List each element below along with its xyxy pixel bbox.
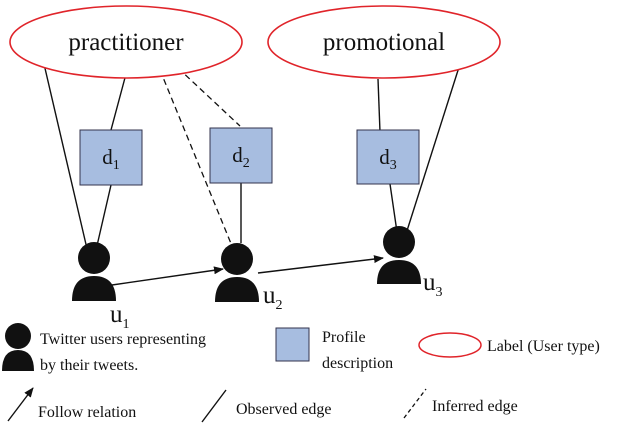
legend-profile-line1: Profile: [322, 329, 366, 346]
user-u3: u3: [377, 226, 443, 300]
legend-observed-text: Observed edge: [236, 401, 332, 418]
profile-d1-label: d1: [102, 145, 120, 173]
legend-profile: Profile description: [275, 327, 393, 372]
user-icon: [377, 226, 421, 284]
edge-practitioner-d1: [110, 73, 127, 131]
profile-d2-label: d2: [232, 143, 250, 171]
legend-follow-text: Follow relation: [38, 404, 136, 421]
legend-observed: Observed edge: [201, 389, 332, 423]
edge-d3-u3: [389, 183, 398, 233]
user-u2-label: u2: [263, 282, 283, 313]
user-u3-label: u3: [423, 269, 443, 300]
user-u2: u2: [215, 243, 283, 313]
edge-d1-u1: [95, 184, 112, 251]
profile-d3: d3: [356, 129, 420, 185]
legend-inferred: Inferred edge: [403, 388, 518, 419]
profile-box-d1: [79, 129, 143, 186]
label-practitioner: practitioner: [9, 5, 243, 79]
legend-label-swatch: [418, 332, 482, 358]
inferred-edges: [159, 67, 241, 247]
label-practitioner-text: practitioner: [68, 29, 184, 56]
legend-inferred-line: [403, 388, 427, 419]
edge-promotional-d3: [377, 78, 381, 133]
observed-edges: [43, 63, 461, 254]
edge-promotional-u3: [404, 63, 461, 238]
user-u1-label: u1: [110, 301, 130, 332]
label-promotional: promotional: [267, 5, 501, 79]
edge-practitioner-u1: [43, 63, 89, 254]
profile-d1: d1: [79, 129, 143, 186]
legend-profile-swatch: [275, 327, 310, 362]
profile-box-d2: [209, 127, 273, 184]
legend-user-line1: Twitter users representing: [40, 331, 206, 348]
user-icon: [2, 323, 34, 371]
label-ellipse-promotional: [267, 5, 501, 79]
legend: Twitter users representing by their twee…: [2, 323, 600, 423]
user-icon: [215, 243, 259, 302]
legend-inferred-text: Inferred edge: [432, 398, 518, 415]
label-ellipse-practitioner: [9, 5, 243, 79]
edge-practitioner-d2-inferred: [177, 67, 241, 127]
profile-box-d3: [356, 129, 420, 185]
user-icon: [72, 242, 116, 301]
profile-d2: d2: [209, 127, 273, 184]
legend-profile-line2: description: [322, 355, 393, 372]
legend-user: Twitter users representing by their twee…: [2, 323, 206, 374]
legend-follow: Follow relation: [7, 387, 136, 422]
legend-observed-line: [201, 389, 227, 423]
label-promotional-text: promotional: [323, 29, 445, 56]
edge-practitioner-u2-inferred: [159, 69, 233, 247]
user-u1: u1: [72, 242, 130, 332]
legend-label-text: Label (User type): [487, 338, 600, 355]
follow-edges: [111, 255, 384, 286]
follow-u2-u3: [257, 255, 384, 274]
follow-u1-u2: [111, 266, 224, 286]
profile-d3-label: d3: [379, 145, 397, 173]
legend-label: Label (User type): [418, 332, 600, 358]
legend-user-line2: by their tweets.: [40, 357, 138, 374]
legend-follow-arrow: [7, 387, 34, 422]
